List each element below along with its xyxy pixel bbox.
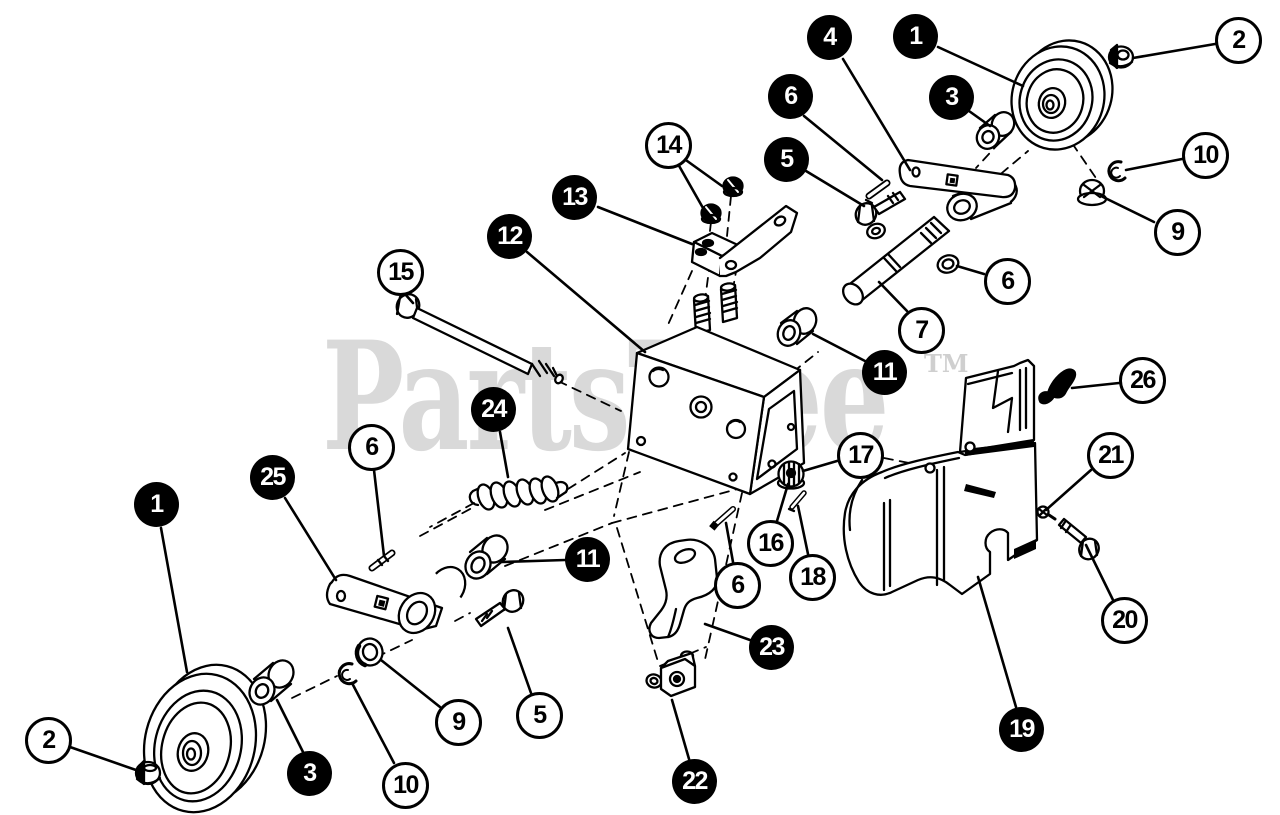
bushing-bottom	[248, 659, 295, 706]
idler-arm-top	[898, 158, 1018, 222]
callout-12: 12	[487, 214, 532, 259]
callout-5-top: 5	[764, 137, 809, 182]
roll-pin-left	[368, 549, 396, 572]
callout-6-top: 6	[768, 74, 813, 119]
callout-21: 21	[1087, 432, 1134, 479]
callout-22: 22	[672, 759, 717, 804]
flange-nut-top	[1076, 178, 1108, 207]
callout-24: 24	[471, 387, 516, 432]
spacer-bottom	[464, 534, 509, 580]
callout-10-top: 10	[1182, 132, 1229, 179]
idler-arm-bottom	[325, 565, 467, 635]
callout-16: 16	[747, 520, 794, 567]
retaining-ring-top	[1107, 160, 1127, 183]
callout-2-top: 2	[1215, 17, 1262, 64]
callout-14: 14	[645, 122, 692, 169]
roll-pin-top	[864, 179, 891, 205]
callout-9-bottom: 9	[435, 699, 482, 746]
flange-nuts-pair	[700, 176, 744, 225]
watermark-tm: TM	[924, 349, 969, 378]
callout-11-mid: 11	[862, 350, 907, 395]
callout-1-top: 1	[893, 14, 938, 59]
callout-5-bottom: 5	[516, 692, 563, 739]
callout-11-bottom: 11	[565, 537, 610, 582]
extension-spring	[468, 475, 569, 511]
callout-17: 17	[837, 432, 884, 479]
long-bolt	[395, 293, 564, 385]
callout-25: 25	[250, 455, 295, 500]
trunnion	[645, 650, 697, 698]
callout-3-bottom: 3	[287, 751, 332, 796]
callout-1-bottom: 1	[134, 482, 179, 527]
knurled-nut	[776, 460, 806, 490]
callout-23: 23	[749, 625, 794, 670]
retaining-ring-bottom	[337, 662, 358, 686]
callout-20: 20	[1101, 597, 1148, 644]
bolt-20	[1057, 517, 1100, 561]
idler-shaft	[841, 215, 951, 306]
callout-7: 7	[898, 307, 945, 354]
spacer-bushing-mid	[776, 307, 818, 347]
pin-18	[787, 490, 807, 513]
shoulder-bolt-top	[854, 190, 907, 240]
callout-4: 4	[807, 15, 852, 60]
callout-6-right: 6	[984, 258, 1031, 305]
callout-15: 15	[377, 249, 424, 296]
spring-clip	[1038, 368, 1077, 405]
hex-nut-top	[1107, 43, 1135, 70]
idler-pulley-bottom	[142, 663, 268, 814]
clevis-yoke	[648, 538, 719, 640]
callout-6-left: 6	[348, 424, 395, 471]
callout-2-bottom: 2	[25, 717, 72, 764]
callout-26: 26	[1119, 357, 1166, 404]
washer-bottom	[354, 637, 384, 668]
pin-center	[709, 506, 736, 531]
leader-lines	[68, 42, 1217, 772]
washer-upper	[936, 254, 960, 274]
housing-block	[626, 282, 806, 496]
bushing-top	[975, 111, 1016, 150]
callout-6-center: 6	[714, 562, 761, 609]
belt-guard	[842, 358, 1039, 596]
callout-18: 18	[789, 554, 836, 601]
flange-nut-bottom	[134, 759, 162, 786]
shoulder-bolt-bottom	[474, 589, 525, 628]
callout-19: 19	[999, 707, 1044, 752]
callout-3-top: 3	[929, 75, 974, 120]
callout-9-top: 9	[1154, 209, 1201, 256]
support-bracket	[690, 204, 799, 278]
callout-13: 13	[552, 175, 597, 220]
idler-pulley-top	[1010, 39, 1114, 151]
callout-10-bottom: 10	[382, 762, 429, 809]
